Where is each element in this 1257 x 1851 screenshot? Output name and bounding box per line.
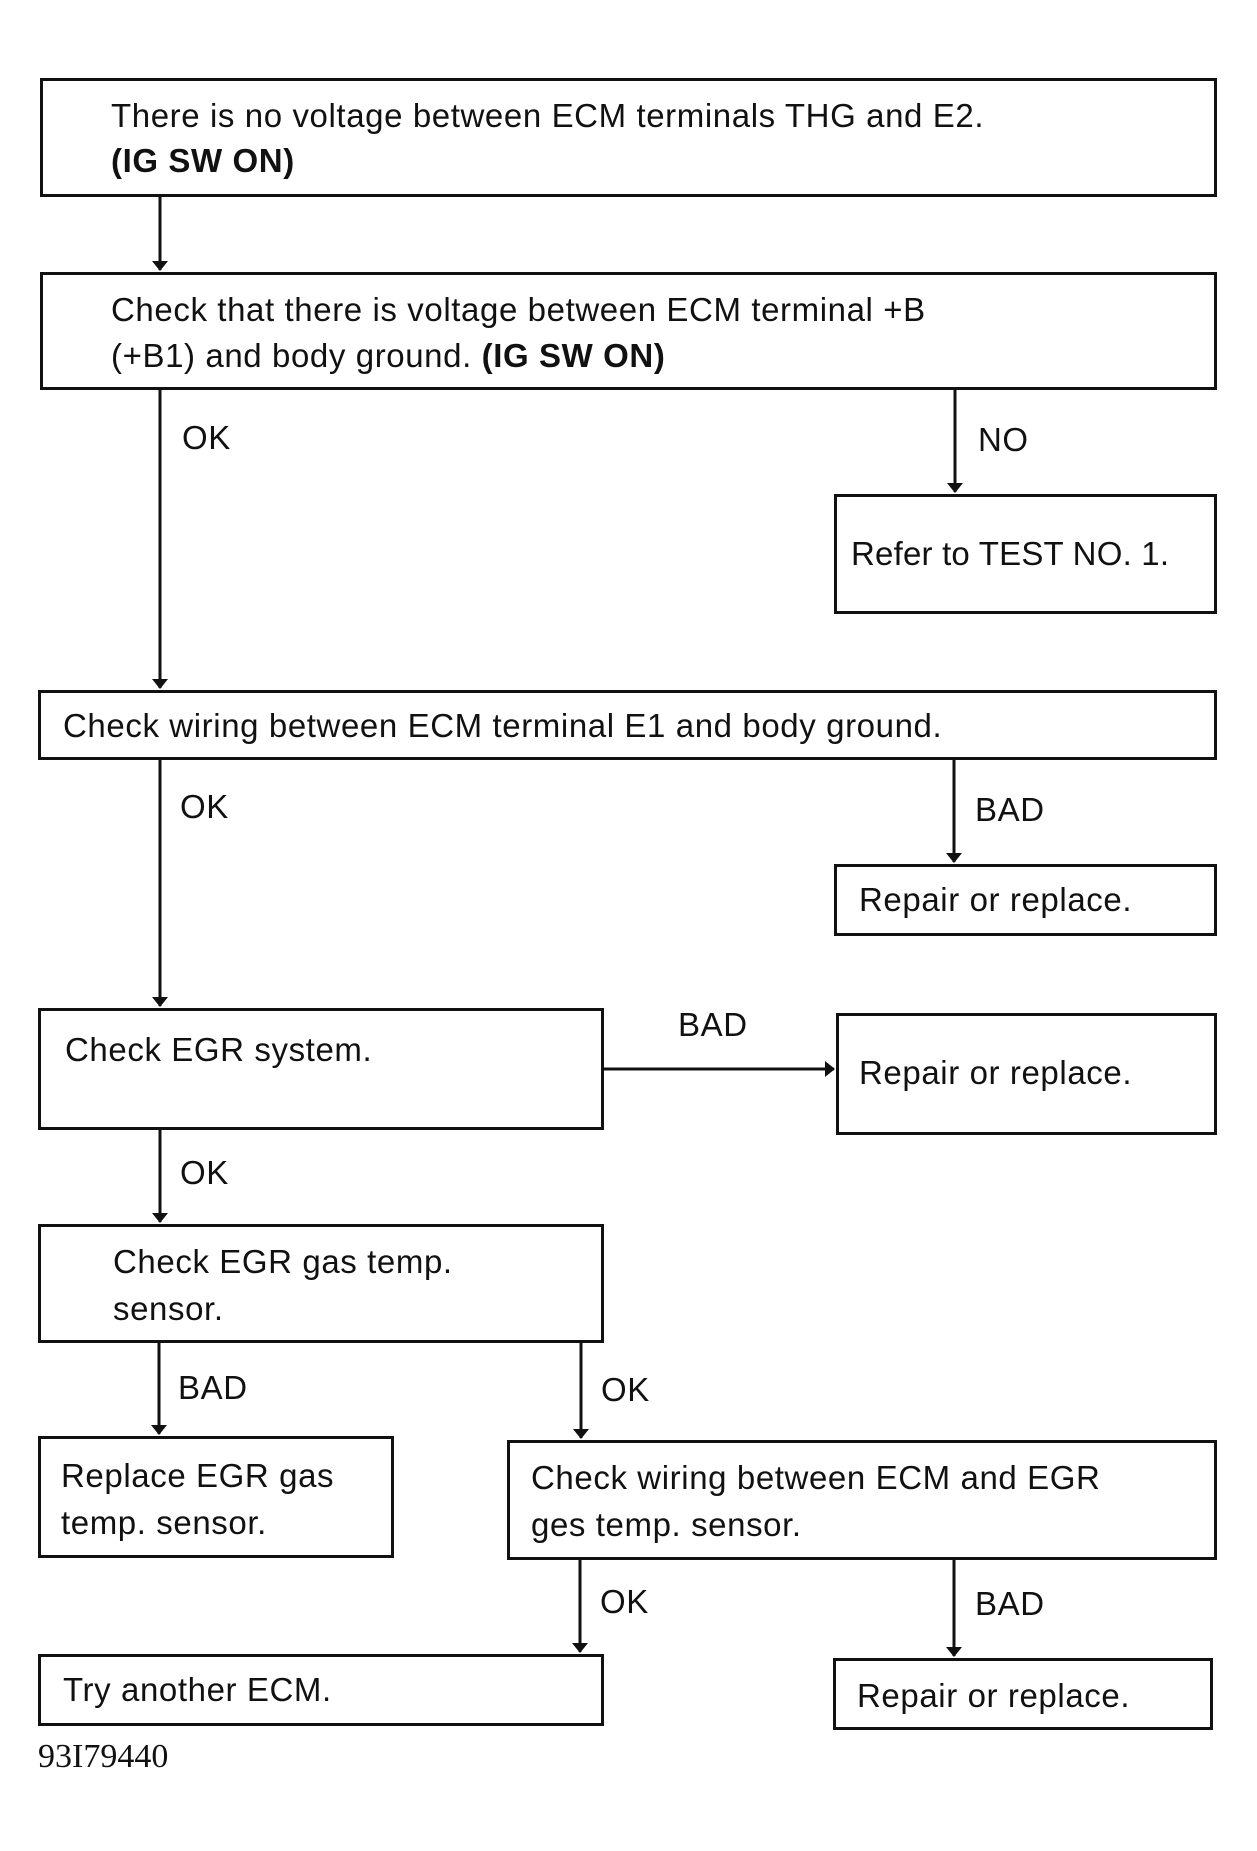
edge-label-bad-4: BAD xyxy=(178,1369,248,1406)
edge-label-ok-5: OK xyxy=(600,1583,649,1620)
edge-label-bad-3: BAD xyxy=(678,1006,748,1043)
repair-node-1: Repair or replace. xyxy=(834,864,1217,936)
repair-node-3: Repair or replace. xyxy=(833,1658,1213,1730)
edge-label-no-1: NO xyxy=(978,421,1029,458)
check-b-line1: Check that there is voltage between ECM … xyxy=(111,291,926,328)
check-e1-text: Check wiring between ECM terminal E1 and… xyxy=(63,707,943,744)
check-wiring-node: Check wiring between ECM and EGR ges tem… xyxy=(507,1440,1217,1560)
start-line2: (IG SW ON) xyxy=(111,142,295,179)
refer-test-text: Refer to TEST NO. 1. xyxy=(851,535,1170,572)
start-node: There is no voltage between ECM terminal… xyxy=(40,78,1217,197)
repair-node-2: Repair or replace. xyxy=(836,1013,1217,1135)
check-wiring-line1: Check wiring between ECM and EGR xyxy=(531,1459,1101,1496)
repair-text-3: Repair or replace. xyxy=(857,1677,1131,1714)
check-sensor-line1: Check EGR gas temp. xyxy=(113,1243,453,1280)
edge-label-bad-2: BAD xyxy=(975,791,1045,828)
edge-label-ok-3: OK xyxy=(180,1154,229,1191)
check-wiring-line2: ges temp. sensor. xyxy=(531,1506,802,1543)
replace-sensor-line2: temp. sensor. xyxy=(61,1504,267,1541)
start-line1: There is no voltage between ECM terminal… xyxy=(111,97,985,134)
check-b-line2-bold: (IG SW ON) xyxy=(481,337,666,374)
check-egr-node: Check EGR system. xyxy=(38,1008,604,1130)
replace-sensor-line1: Replace EGR gas xyxy=(61,1457,335,1494)
figure-id: 93I79440 xyxy=(38,1738,169,1775)
check-b-line2: (+B1) and body ground. (IG SW ON) xyxy=(111,333,665,379)
edge-label-bad-5: BAD xyxy=(975,1585,1045,1622)
check-e1-node: Check wiring between ECM terminal E1 and… xyxy=(38,690,1217,760)
edge-label-ok-1: OK xyxy=(182,419,231,456)
edge-label-ok-4: OK xyxy=(601,1371,650,1408)
check-sensor-node: Check EGR gas temp. sensor. xyxy=(38,1224,604,1343)
try-ecm-text: Try another ECM. xyxy=(63,1671,332,1708)
try-ecm-node: Try another ECM. xyxy=(38,1654,604,1726)
check-b-node: Check that there is voltage between ECM … xyxy=(40,272,1217,390)
repair-text-1: Repair or replace. xyxy=(859,881,1133,918)
check-egr-text: Check EGR system. xyxy=(65,1031,373,1068)
edge-label-ok-2: OK xyxy=(180,788,229,825)
check-sensor-line2: sensor. xyxy=(113,1290,224,1327)
refer-test-node: Refer to TEST NO. 1. xyxy=(834,494,1217,614)
repair-text-2: Repair or replace. xyxy=(859,1054,1133,1091)
replace-sensor-node: Replace EGR gas temp. sensor. xyxy=(38,1436,394,1558)
check-b-line2-normal: (+B1) and body ground. xyxy=(111,337,482,374)
